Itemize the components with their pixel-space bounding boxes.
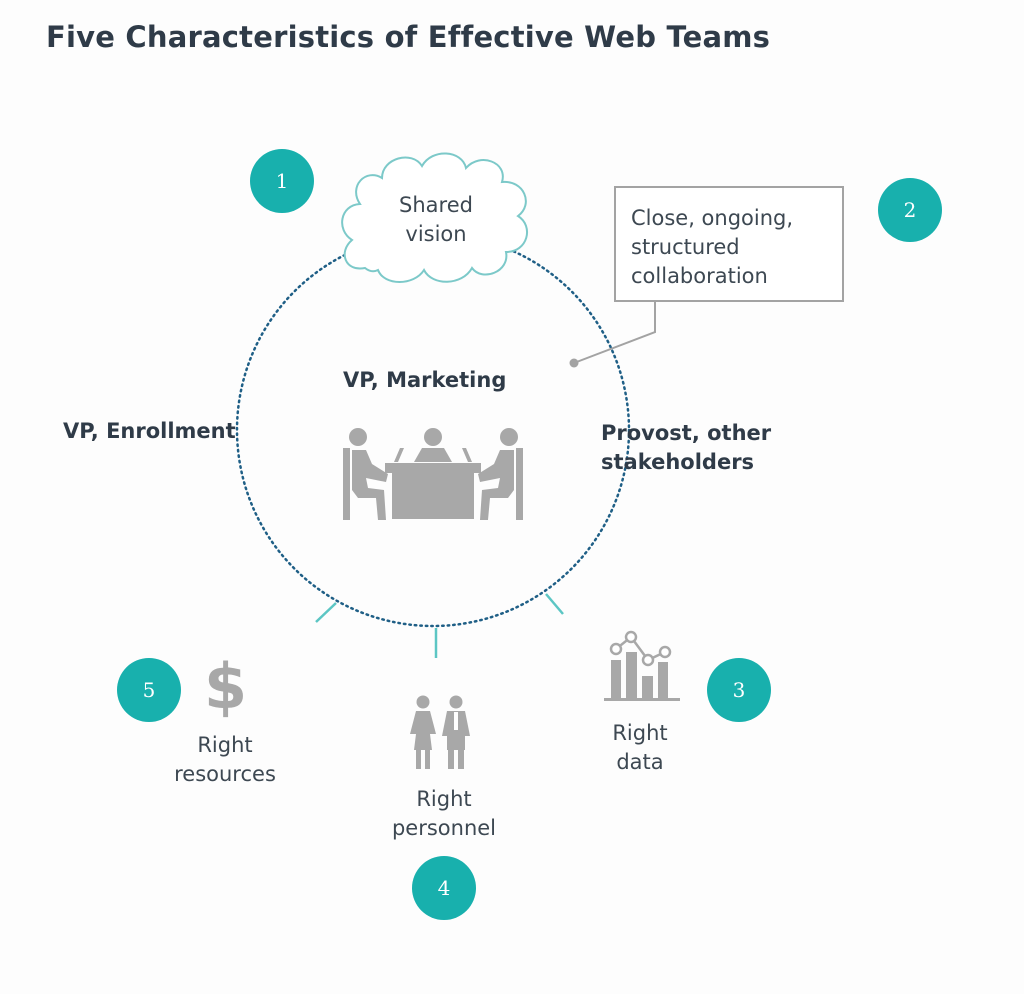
outcome-right-personnel: Right personnel	[391, 787, 497, 840]
outcome-right-data: Right data	[612, 721, 668, 774]
cloud-icon	[341, 152, 528, 283]
badge-1: 1	[250, 149, 314, 213]
badge-3: 3	[707, 658, 771, 722]
cloud-label: Shared vision	[399, 193, 473, 246]
callout-leader-dot	[569, 358, 579, 368]
spoke-line	[545, 593, 564, 615]
role-provost: Provost, other stakeholders	[601, 421, 772, 474]
role-vp-marketing: VP, Marketing	[343, 368, 507, 392]
badge-4: 4	[412, 856, 476, 920]
meeting-table-icon	[343, 428, 523, 520]
role-vp-enrollment: VP, Enrollment	[63, 419, 236, 443]
spoke-line	[315, 602, 337, 623]
badge-2: 2	[878, 178, 942, 242]
page-title: Five Characteristics of Effective Web Te…	[46, 20, 771, 54]
callout-leader	[573, 302, 656, 364]
collaboration-callout: Close, ongoing, structured collaboration	[614, 186, 844, 302]
bar-line-chart-icon	[604, 630, 680, 701]
people-icon	[410, 695, 470, 769]
dollar-icon: $	[204, 650, 248, 723]
badge-5: 5	[117, 658, 181, 722]
outcome-right-resources: Right resources	[174, 733, 276, 786]
